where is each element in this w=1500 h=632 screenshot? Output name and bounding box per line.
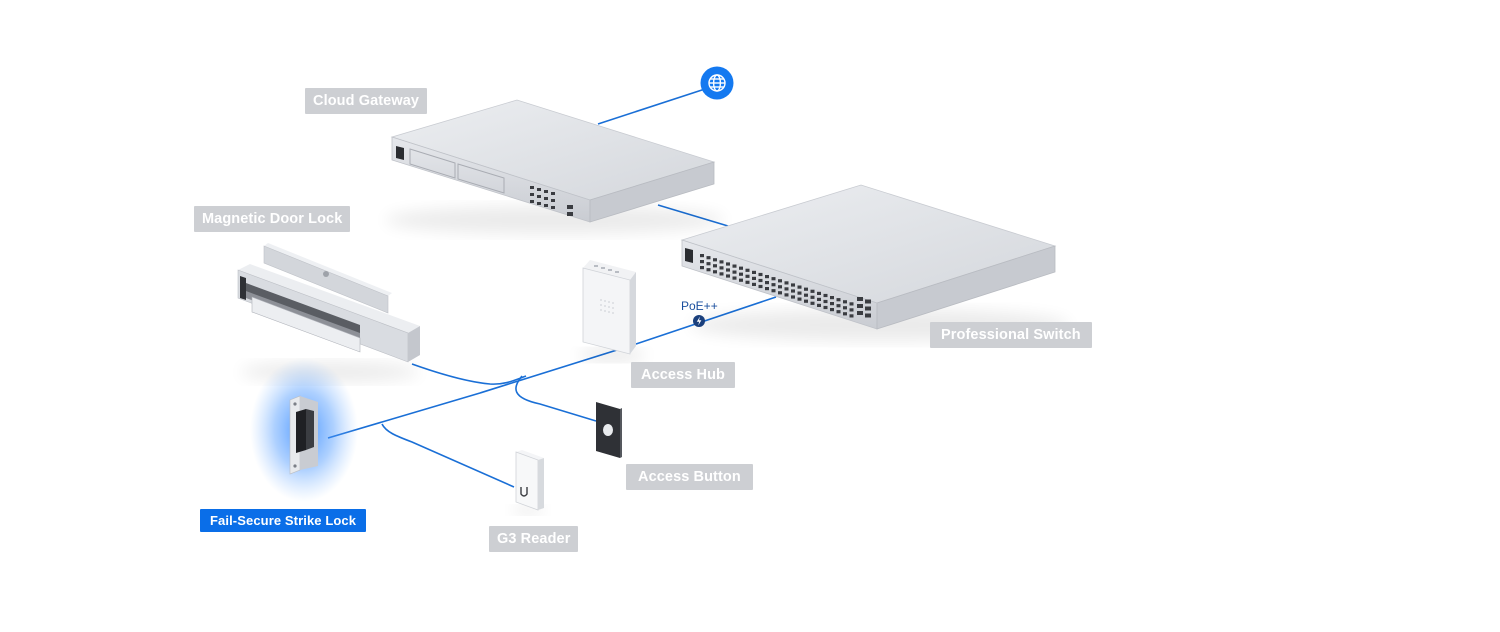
poe-label: PoE++ — [681, 299, 718, 313]
label-access-button[interactable]: Access Button — [626, 464, 753, 490]
label-g3-reader[interactable]: G3 Reader — [489, 526, 579, 552]
poe-annotation: PoE++ — [681, 299, 718, 327]
label-fail-secure-strike-lock[interactable]: Fail-Secure Strike Lock — [200, 509, 367, 532]
internet-node — [700, 66, 734, 100]
globe-icon — [708, 74, 726, 92]
label-cloud-gateway[interactable]: Cloud Gateway — [305, 88, 428, 114]
fail-secure-strike-lock-device — [250, 358, 358, 502]
label-magnetic-door-lock[interactable]: Magnetic Door Lock — [194, 206, 351, 232]
professional-switch-device — [680, 184, 1070, 341]
label-access-hub[interactable]: Access Hub — [631, 362, 736, 388]
lightning-icon — [696, 316, 702, 326]
g3-reader-device — [512, 450, 544, 514]
label-professional-switch[interactable]: Professional Switch — [930, 322, 1092, 348]
link-maglock-hub — [411, 363, 527, 385]
link-gateway-internet — [597, 88, 706, 125]
magnetic-door-lock-device — [237, 243, 420, 382]
cloud-gateway-device — [385, 99, 725, 234]
link-reader — [381, 423, 515, 488]
link-hub-button — [515, 375, 597, 422]
access-hub-device — [578, 260, 646, 361]
switch-ports — [700, 254, 871, 318]
access-button-device — [596, 402, 622, 458]
